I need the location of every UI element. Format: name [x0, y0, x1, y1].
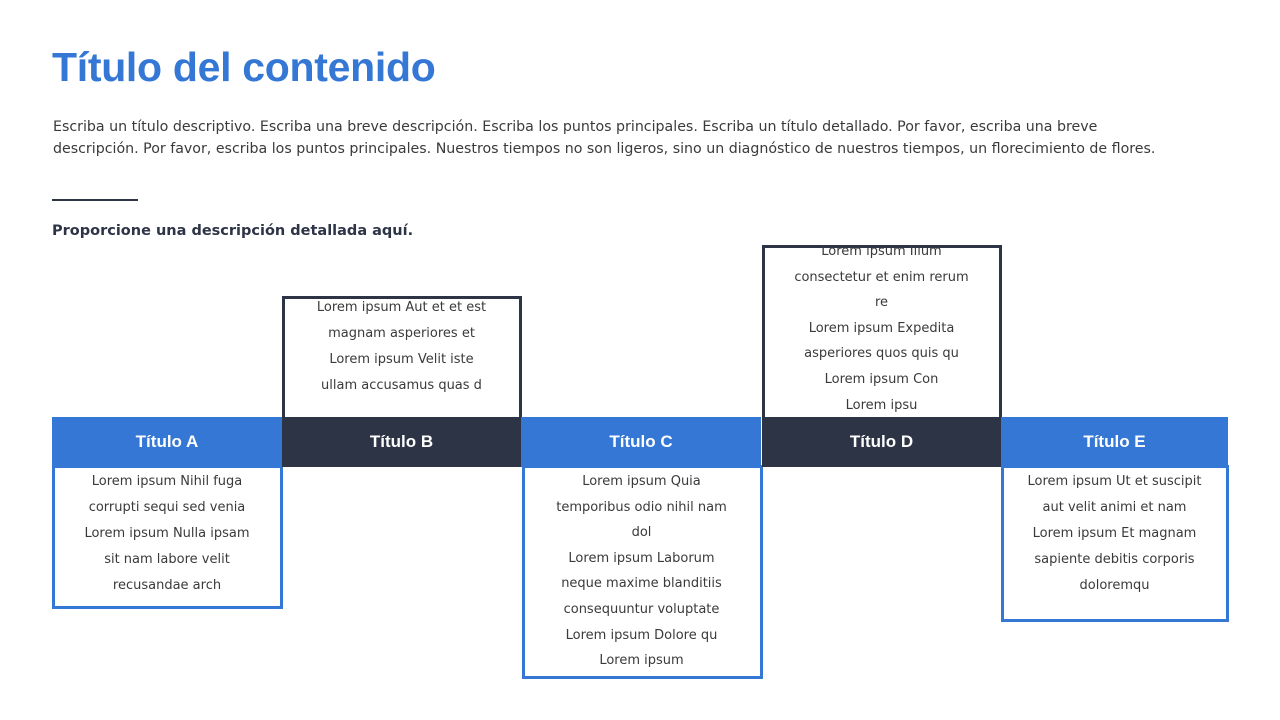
item-a-text: Lorem ipsum Nihil fuga corrupti sequi sed… — [52, 469, 282, 599]
item-text-line: Lorem ipsum — [599, 653, 684, 669]
item-text-line: Lorem ipsum Expedita — [808, 320, 955, 336]
item-b-header: Título B — [282, 417, 521, 467]
item-text-line: asperiores quos quis qu — [804, 346, 959, 362]
item-text-line: Lorem ipsum Quia — [582, 474, 701, 489]
item-text-line: doloremqu — [1079, 578, 1150, 593]
section-subtitle: Proporcione una descripción detallada aq… — [52, 223, 414, 239]
item-text-line: consequuntur voluptate — [563, 601, 720, 617]
item-c-header: Título C — [521, 417, 761, 467]
item-d-box — [762, 245, 1002, 420]
item-text-line: sapiente debitis corporis — [1034, 552, 1195, 567]
item-text-line: Lorem ipsum Nulla ipsam — [84, 526, 250, 541]
item-text-line: aut velit animi et nam — [1042, 500, 1187, 515]
item-text-line: Lorem ipsum Dolore qu — [565, 627, 718, 643]
item-text-line: Lorem ipsu — [845, 397, 918, 413]
item-c-box — [522, 465, 763, 679]
item-text-line: recusandae arch — [112, 578, 222, 593]
item-e-text: Lorem ipsum Ut et suscipit aut velit anim… — [1001, 469, 1228, 599]
item-text-line: Lorem ipsum Nihil fuga — [91, 474, 243, 489]
item-text-line: neque maxime blanditiis — [561, 576, 722, 592]
item-a-header: Título A — [52, 417, 282, 467]
page-title: Título del contenido — [52, 44, 436, 90]
item-text-line: dol — [631, 525, 652, 541]
item-text-line: re — [874, 295, 889, 311]
item-text-line: Lorem ipsum Aut et et est — [316, 300, 487, 315]
item-text-line: consectetur et enim rerum — [794, 269, 969, 285]
item-e-header: Título E — [1001, 417, 1228, 467]
item-text-line: Lorem ipsum Ut et suscipit — [1027, 474, 1202, 489]
item-text-line: Lorem ipsum Con — [824, 371, 939, 387]
item-d-header: Título D — [762, 417, 1001, 467]
page-description: Escriba un título descriptivo. Escriba u… — [53, 119, 1156, 157]
item-text-line: Lorem ipsum Velit iste — [329, 352, 474, 367]
item-text-line: Lorem ipsum Illum — [821, 244, 942, 259]
item-e-box — [1001, 465, 1229, 622]
item-text-line: ullam accusamus quas d — [321, 378, 482, 393]
item-b-box — [282, 296, 522, 420]
item-b-text: Lorem ipsum Aut et et est magnam asperior… — [282, 295, 521, 399]
item-c-text: Lorem ipsum Quia temporibus odio nihil na… — [521, 469, 762, 674]
item-text-line: corrupti sequi sed venia — [88, 500, 246, 515]
item-d-text: Lorem ipsum Illum consectetur et enim rer… — [762, 239, 1001, 418]
item-text-line: temporibus odio nihil nam — [556, 499, 727, 515]
divider — [52, 199, 138, 201]
item-text-line: magnam asperiores et — [328, 326, 475, 341]
item-text-line: Lorem ipsum Et magnam — [1032, 526, 1197, 541]
item-text-line: Lorem ipsum Laborum — [568, 550, 715, 566]
item-text-line: sit nam labore velit — [104, 552, 230, 567]
